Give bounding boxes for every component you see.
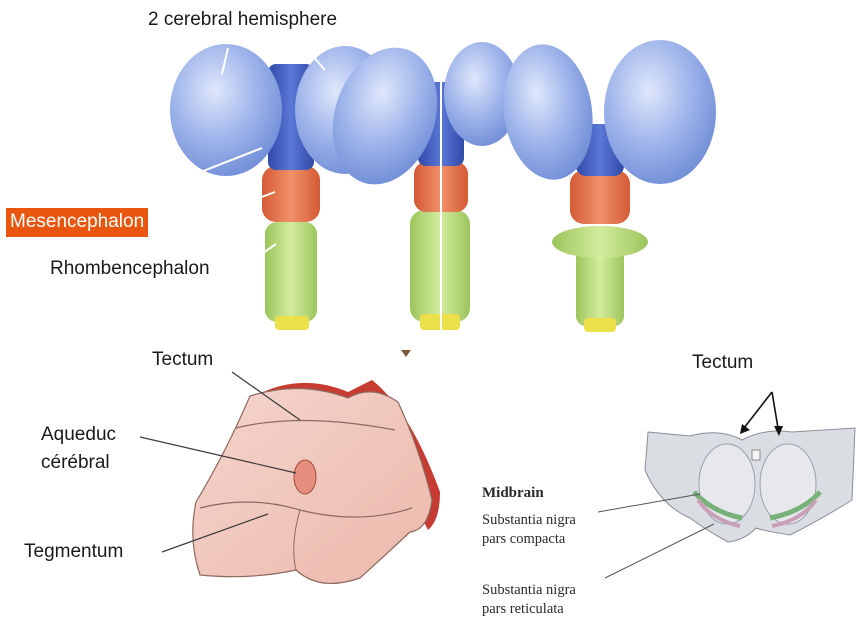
- pointer-snr: [605, 524, 714, 578]
- label-snr-line2: pars reticulata: [482, 601, 564, 618]
- brain-stage-3: [495, 39, 716, 332]
- mesencephalon-segment: [570, 170, 630, 224]
- tectum-arrow-right: [772, 392, 778, 428]
- tectum-arrow-left: [744, 392, 772, 428]
- midbrain-cross-section: [140, 372, 440, 583]
- label-rhombencephalon: Rhombencephalon: [50, 258, 210, 280]
- label-tectum-section: Tectum: [152, 349, 213, 371]
- histology-aqueduct: [752, 450, 760, 460]
- label-tegmentum: Tegmentum: [24, 541, 123, 563]
- label-midbrain: Midbrain: [482, 484, 544, 502]
- label-cerebral: cérébral: [41, 452, 110, 474]
- rhombencephalon-segment: [265, 222, 317, 322]
- spinal-tip: [275, 316, 309, 330]
- label-snc-line1: Substantia nigra: [482, 512, 576, 529]
- label-snc-line2: pars compacta: [482, 531, 565, 548]
- marker-triangle: [401, 350, 411, 357]
- spinal-tip: [584, 318, 616, 332]
- hemisphere-right: [604, 40, 716, 184]
- label-aqueduc: Aqueduc: [41, 424, 116, 446]
- cerebral-aqueduct: [294, 460, 316, 494]
- midbrain-histology: [598, 392, 855, 578]
- label-snr-line1: Substantia nigra: [482, 582, 576, 599]
- label-mesencephalon: Mesencephalon: [6, 208, 148, 237]
- hemisphere-left: [170, 44, 282, 176]
- pons: [552, 226, 648, 258]
- label-cerebral-hemisphere: 2 cerebral hemisphere: [148, 9, 337, 31]
- label-tectum-histology: Tectum: [692, 352, 753, 374]
